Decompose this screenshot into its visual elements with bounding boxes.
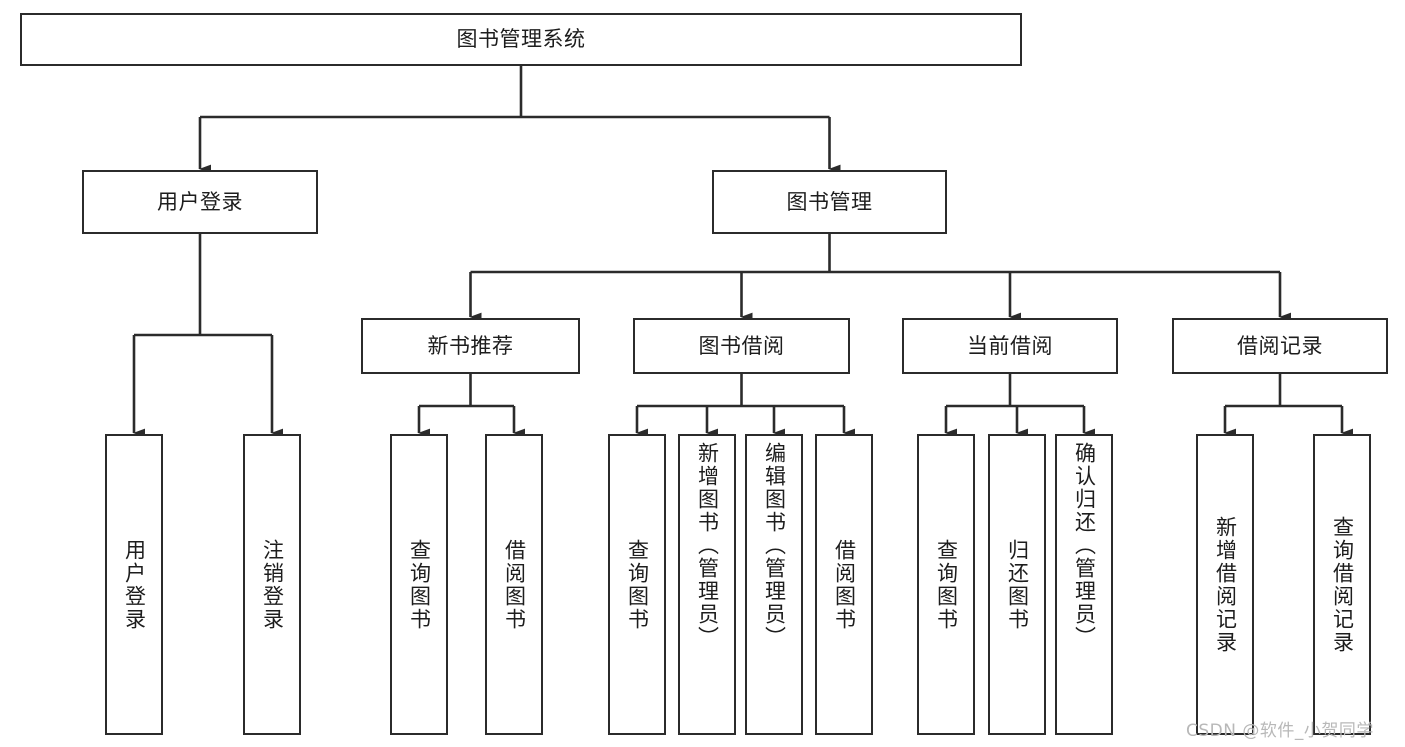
node-label-leaf_10: 确认归还（管理员） bbox=[1072, 442, 1097, 649]
node-root[interactable]: 图书管理系统 bbox=[20, 13, 1022, 66]
node-label-leaf_12: 查询借阅记录 bbox=[1330, 515, 1355, 654]
node-label-leaf_1: 注销登录 bbox=[260, 538, 285, 631]
node-l3_0[interactable]: 新书推荐 bbox=[361, 318, 580, 374]
node-label-leaf_9: 归还图书 bbox=[1005, 538, 1030, 631]
watermark-text: CSDN @软件_小贺同学 bbox=[1186, 721, 1374, 741]
node-label-leaf_2: 查询图书 bbox=[407, 538, 432, 631]
node-label-leaf_0: 用户登录 bbox=[122, 538, 147, 631]
node-label-root: 图书管理系统 bbox=[456, 27, 586, 52]
node-leaf_3[interactable]: 借阅图书 bbox=[485, 434, 543, 735]
node-label-leaf_5: 新增图书（管理员） bbox=[695, 442, 720, 649]
node-label-leaf_11: 新增借阅记录 bbox=[1213, 515, 1238, 654]
node-l3_1[interactable]: 图书借阅 bbox=[633, 318, 850, 374]
node-label-l3_3: 借阅记录 bbox=[1237, 333, 1323, 358]
connector-lines bbox=[132, 66, 1353, 438]
node-leaf_9[interactable]: 归还图书 bbox=[988, 434, 1046, 735]
node-leaf_8[interactable]: 查询图书 bbox=[917, 434, 975, 735]
node-label-leaf_7: 借阅图书 bbox=[832, 538, 857, 631]
node-leaf_12[interactable]: 查询借阅记录 bbox=[1313, 434, 1371, 735]
node-label-leaf_8: 查询图书 bbox=[934, 538, 959, 631]
node-label-l2_0: 用户登录 bbox=[157, 189, 243, 214]
node-label-l2_1: 图书管理 bbox=[786, 189, 873, 214]
node-leaf_10[interactable]: 确认归还（管理员） bbox=[1055, 434, 1113, 735]
node-label-leaf_3: 借阅图书 bbox=[502, 538, 527, 631]
node-leaf_4[interactable]: 查询图书 bbox=[608, 434, 666, 735]
node-leaf_6[interactable]: 编辑图书（管理员） bbox=[745, 434, 803, 735]
node-leaf_7[interactable]: 借阅图书 bbox=[815, 434, 873, 735]
node-leaf_0[interactable]: 用户登录 bbox=[105, 434, 163, 735]
node-label-l3_0: 新书推荐 bbox=[427, 333, 514, 358]
node-label-l3_1: 图书借阅 bbox=[698, 333, 785, 358]
node-label-leaf_4: 查询图书 bbox=[625, 538, 650, 631]
node-leaf_2[interactable]: 查询图书 bbox=[390, 434, 448, 735]
node-l2_1[interactable]: 图书管理 bbox=[712, 170, 947, 234]
node-leaf_1[interactable]: 注销登录 bbox=[243, 434, 301, 735]
node-leaf_5[interactable]: 新增图书（管理员） bbox=[678, 434, 736, 735]
node-l3_3[interactable]: 借阅记录 bbox=[1172, 318, 1388, 374]
node-label-l3_2: 当前借阅 bbox=[967, 333, 1053, 358]
node-leaf_11[interactable]: 新增借阅记录 bbox=[1196, 434, 1254, 735]
node-l2_0[interactable]: 用户登录 bbox=[82, 170, 318, 234]
node-l3_2[interactable]: 当前借阅 bbox=[902, 318, 1118, 374]
node-label-leaf_6: 编辑图书（管理员） bbox=[762, 442, 787, 649]
